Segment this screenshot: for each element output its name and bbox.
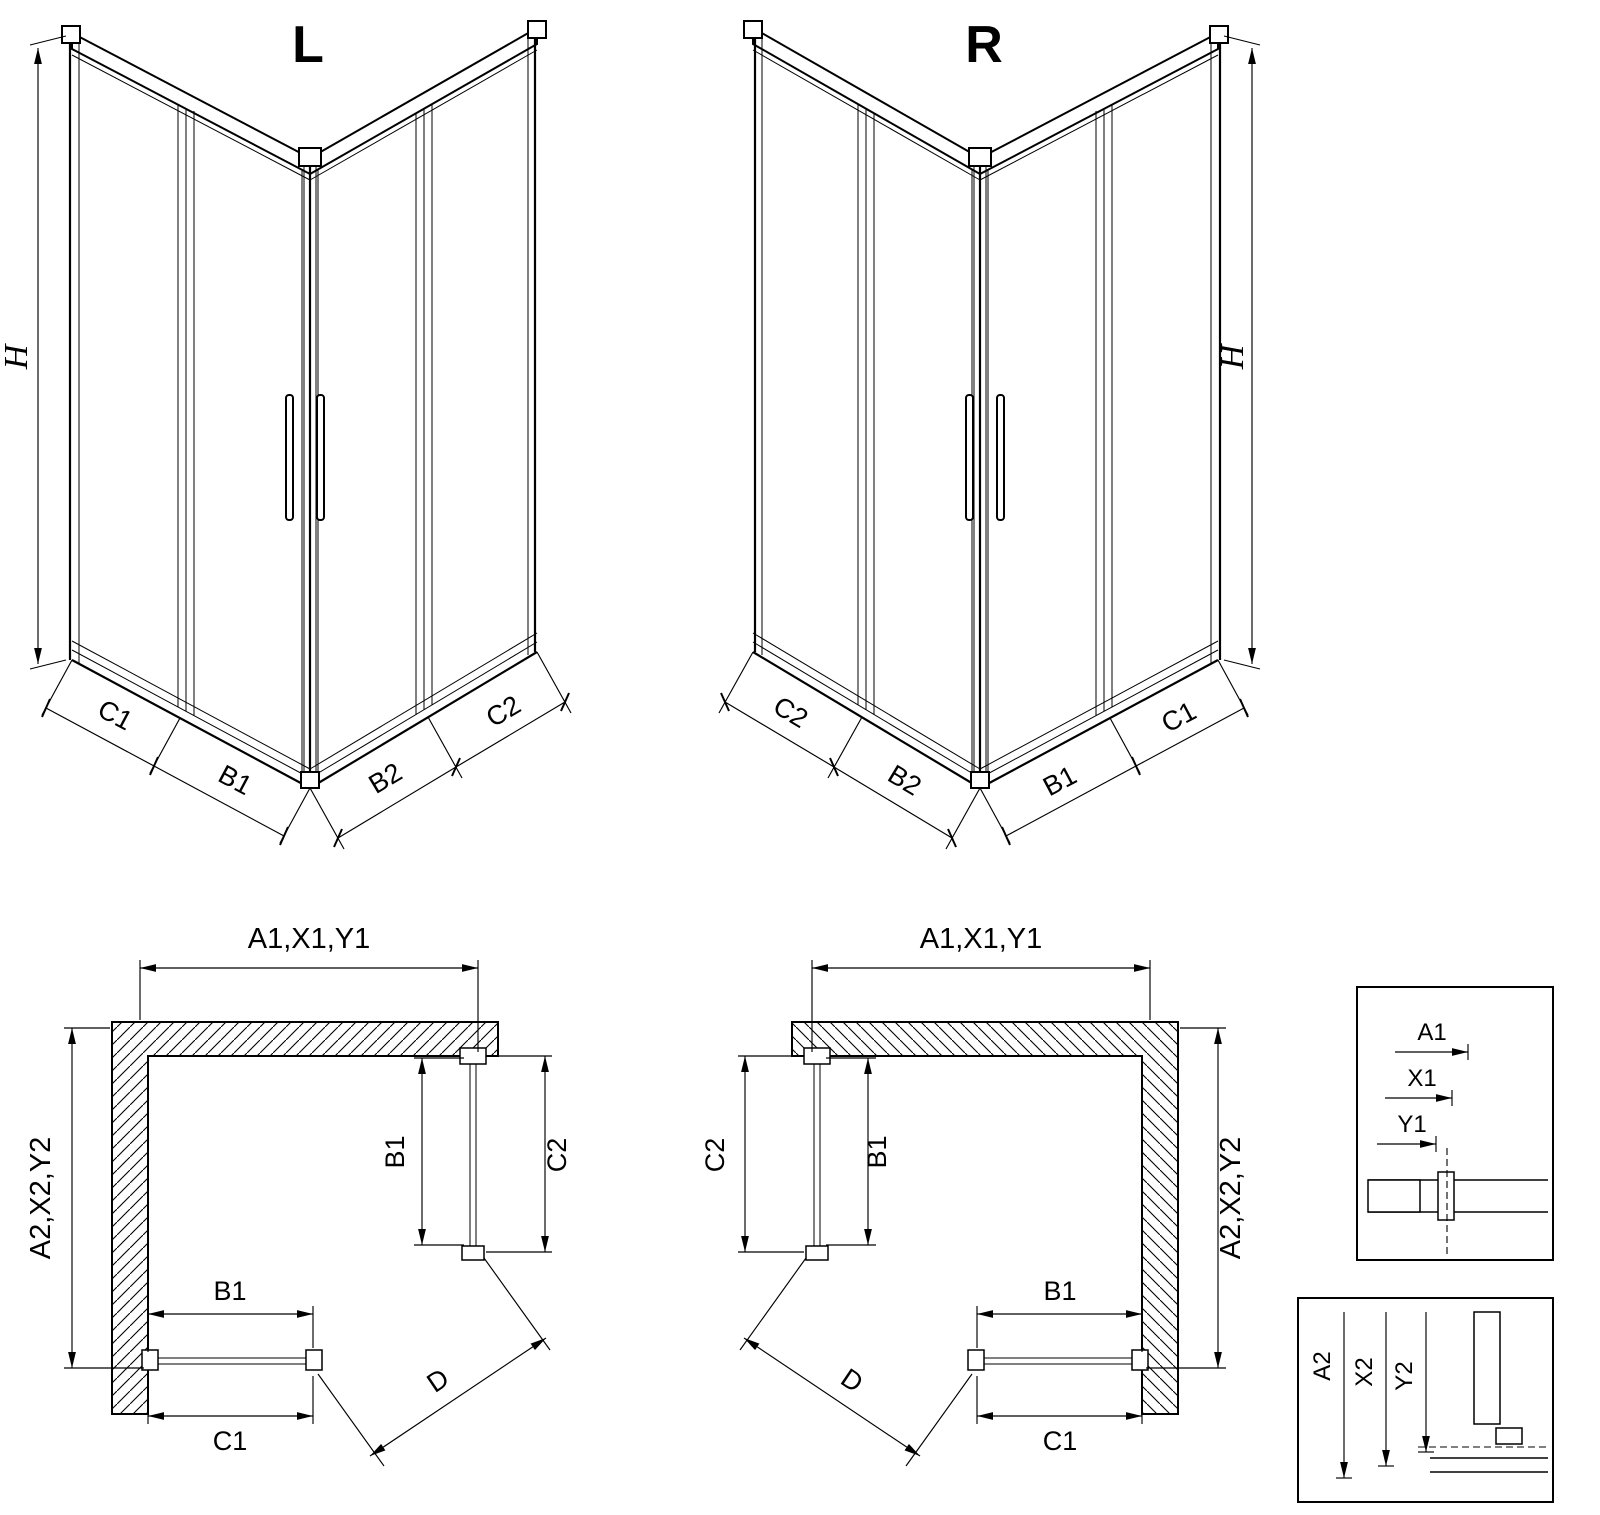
plan-view-right: A1,X1,Y1 A2,X2,Y2 B1 C2 B1 C1 D xyxy=(700,923,1247,1466)
plan-right-side-fixed-label: C2 xyxy=(700,1138,730,1173)
iso-view-left: L H C1 B1 B2 C2 xyxy=(0,16,571,849)
detail-bottom-profile xyxy=(1418,1311,1550,1473)
iso-right-title: R xyxy=(965,16,1003,74)
detail-top-frame xyxy=(1356,986,1554,1261)
plan-right-diagonal-label: D xyxy=(836,1363,869,1399)
plan-right-art xyxy=(738,960,1226,1466)
plan-right-front-fixed-label: C1 xyxy=(1043,1426,1078,1456)
iso-left-title: L xyxy=(292,16,324,74)
detail-top-profile xyxy=(1367,1148,1548,1256)
plan-left-art xyxy=(64,960,552,1466)
detail-bottom-a2-label: A2 xyxy=(1309,1351,1336,1380)
detail-bottom-y2-label: Y2 xyxy=(1391,1361,1418,1390)
plan-right-side-door-label: B1 xyxy=(862,1135,892,1168)
detail-bottom: A2 X2 Y2 xyxy=(1297,1297,1554,1503)
detail-top-a1-label: A1 xyxy=(1417,1019,1446,1046)
plan-left-front-fixed-label: C1 xyxy=(213,1426,248,1456)
plan-left-depth-label: A2,X2,Y2 xyxy=(25,1137,57,1260)
iso-left-height-label: H xyxy=(0,342,35,370)
iso-right-b2-label: B2 xyxy=(883,759,927,802)
iso-right-c2-label: C2 xyxy=(768,691,813,734)
iso-view-right: R H C2 B2 B1 C1 xyxy=(719,16,1260,849)
iso-left-c1-label: C1 xyxy=(93,694,138,737)
plan-left-side-door-label: B1 xyxy=(380,1135,410,1168)
plan-right-front-door-label: B1 xyxy=(1043,1276,1076,1306)
detail-top-y1-label: Y1 xyxy=(1397,1111,1426,1138)
plan-view-left: A1,X1,Y1 A2,X2,Y2 B1 C2 B1 C1 D xyxy=(25,923,572,1466)
iso-left-b2-label: B2 xyxy=(363,757,407,800)
plan-left-side-fixed-label: C2 xyxy=(542,1138,572,1173)
plan-left-front-door-label: B1 xyxy=(213,1276,246,1306)
iso-right-b1-label: B1 xyxy=(1038,760,1081,802)
iso-right-height-label: H xyxy=(1214,342,1251,370)
plan-left-diagonal-label: D xyxy=(421,1363,454,1399)
detail-top: A1 X1 Y1 xyxy=(1356,986,1554,1261)
detail-top-x1-label: X1 xyxy=(1407,1065,1436,1092)
iso-left-c2-label: C2 xyxy=(481,690,526,733)
plan-right-width-label: A1,X1,Y1 xyxy=(920,923,1043,955)
iso-left-b1-label: B1 xyxy=(214,759,257,801)
detail-bottom-x2-label: X2 xyxy=(1351,1357,1378,1386)
plan-right-depth-label: A2,X2,Y2 xyxy=(1215,1137,1247,1260)
iso-right-c1-label: C1 xyxy=(1156,696,1201,739)
plan-left-width-label: A1,X1,Y1 xyxy=(248,923,371,955)
